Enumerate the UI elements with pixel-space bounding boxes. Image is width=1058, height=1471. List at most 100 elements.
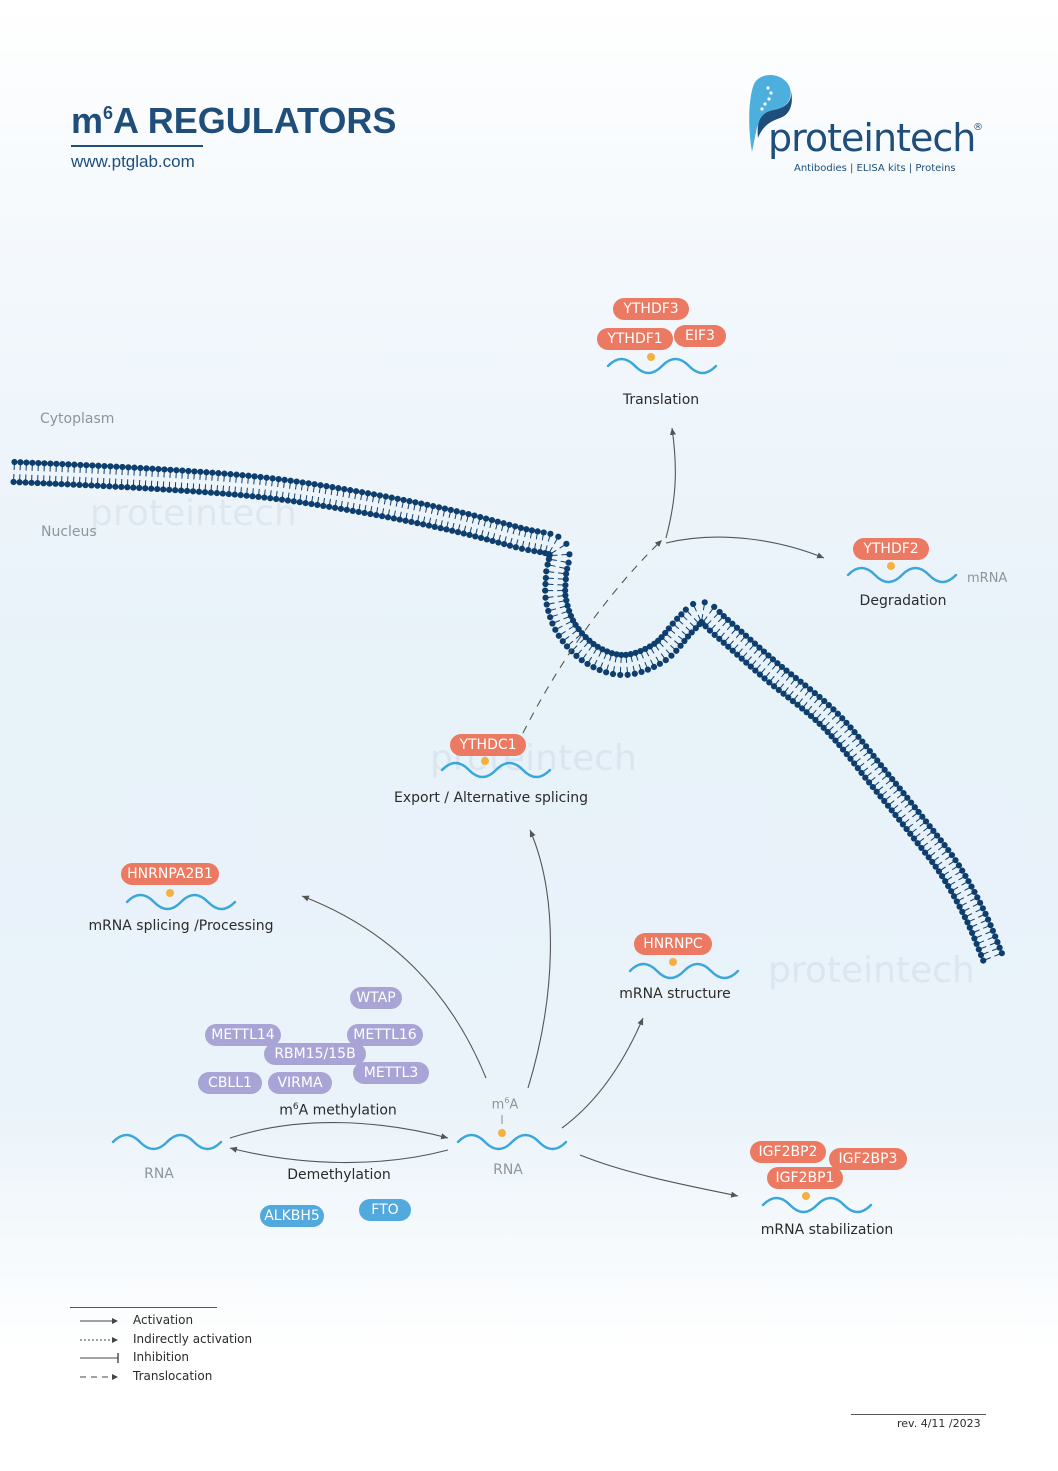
lipid-head (869, 783, 876, 791)
lipid-head (219, 490, 226, 497)
lipid-head (877, 762, 885, 769)
lipid-head (720, 639, 727, 646)
reader-ythdf3: YTHDF3 (613, 298, 689, 320)
reader-igf2bp2: IGF2BP2 (750, 1141, 826, 1163)
lipid-head (855, 733, 862, 740)
writer-mettl14: METTL14 (205, 1024, 281, 1046)
lipid-head (575, 626, 582, 633)
lipid-head (191, 468, 198, 475)
lipid-head (955, 862, 963, 869)
lipid-head (317, 482, 324, 489)
lipid-head (130, 484, 137, 491)
lipid-head (566, 551, 573, 558)
lipid-head (859, 738, 866, 745)
lipid-head (702, 623, 709, 630)
lipid-head (922, 818, 930, 825)
lipid-head (564, 602, 571, 609)
lipid-head (825, 702, 832, 709)
lipid-head (52, 480, 59, 487)
arrow-to-splicing (301, 895, 487, 1079)
lipid-head (622, 651, 630, 659)
lipid-head (376, 492, 383, 499)
lipid-head (293, 478, 300, 485)
lipid-head (424, 501, 431, 508)
lipid-head (477, 513, 484, 521)
lipid-head (656, 660, 664, 667)
lipid-head (528, 527, 536, 534)
lipid-head (70, 481, 77, 488)
lipid-head (40, 480, 47, 487)
proteintech-logo-icon (749, 75, 792, 152)
lipid-head (326, 503, 333, 510)
solid-arrow-icon (80, 1318, 118, 1324)
lipid-head (934, 832, 941, 839)
lipid-head (896, 816, 903, 823)
brand-registered-mark: ® (973, 122, 983, 133)
lipid-head (203, 469, 210, 476)
lipid-head (512, 523, 519, 530)
lipid-head (566, 607, 573, 615)
arrow-to-stabilization (579, 1154, 739, 1198)
lipid-head (305, 480, 312, 487)
lipid-head (542, 594, 549, 601)
lipid-head (82, 482, 89, 489)
reader-ythdc1: YTHDC1 (450, 734, 526, 756)
lipid-head (547, 530, 554, 537)
reader-ythdf1: YTHDF1 (597, 328, 673, 350)
lipid-head (311, 481, 318, 488)
lipid-head (982, 910, 989, 917)
lipid-head (400, 496, 407, 504)
nuclear-membrane (10, 458, 1005, 964)
revision-rule (851, 1414, 986, 1415)
lipid-head (477, 534, 485, 542)
lipid-head (431, 523, 438, 530)
lipid-head (968, 883, 975, 890)
lipid-head (437, 525, 444, 532)
lipid-head (483, 536, 490, 543)
lipid-head (263, 474, 270, 481)
lipid-head (939, 873, 946, 880)
lipid-head (549, 620, 556, 627)
lipid-head (384, 514, 392, 521)
lipid-head (53, 460, 60, 467)
watermark: proteintech proteintech proteintech (90, 493, 975, 991)
lipid-head (125, 464, 132, 471)
lipid-head (925, 854, 932, 861)
lipid-head (564, 565, 571, 572)
lipid-head (249, 493, 256, 500)
lipid-head (525, 546, 532, 554)
lipid-head (870, 752, 877, 759)
lipid-head (355, 508, 362, 516)
lipid-head (756, 644, 763, 651)
lipid-head (674, 615, 681, 622)
splicing-label: mRNA splicing /Processing (88, 918, 274, 934)
lipid-head (197, 468, 204, 475)
lipid-head (584, 660, 591, 668)
lipid-head (95, 462, 102, 469)
lipid-head (975, 946, 982, 953)
lipid-head (10, 478, 17, 486)
lipid-head (534, 528, 541, 535)
lipid-head (642, 645, 649, 653)
lipid-head (866, 747, 873, 755)
lipid-head (94, 482, 101, 489)
lipid-head (501, 541, 508, 548)
lipid-head (877, 793, 884, 800)
reader-igf2bp1: IGF2BP1 (767, 1167, 843, 1189)
lipid-head (974, 894, 981, 901)
nucleus-label: Nucleus (41, 524, 97, 540)
lipid-head (34, 479, 41, 487)
reader-hnrnpc: HNRNPC (634, 933, 712, 955)
lipid-head (331, 504, 339, 511)
website-link[interactable]: www.ptglab.com (71, 152, 195, 171)
lipid-head (195, 488, 203, 495)
lipid-head (267, 495, 274, 502)
lipid-head (851, 729, 858, 736)
lipid-head (284, 497, 292, 504)
lipid-head (900, 790, 907, 797)
lipid-head (788, 671, 795, 678)
lipid-head (985, 916, 992, 923)
dotted-arrow-icon (80, 1337, 118, 1343)
lipid-head (101, 462, 108, 470)
